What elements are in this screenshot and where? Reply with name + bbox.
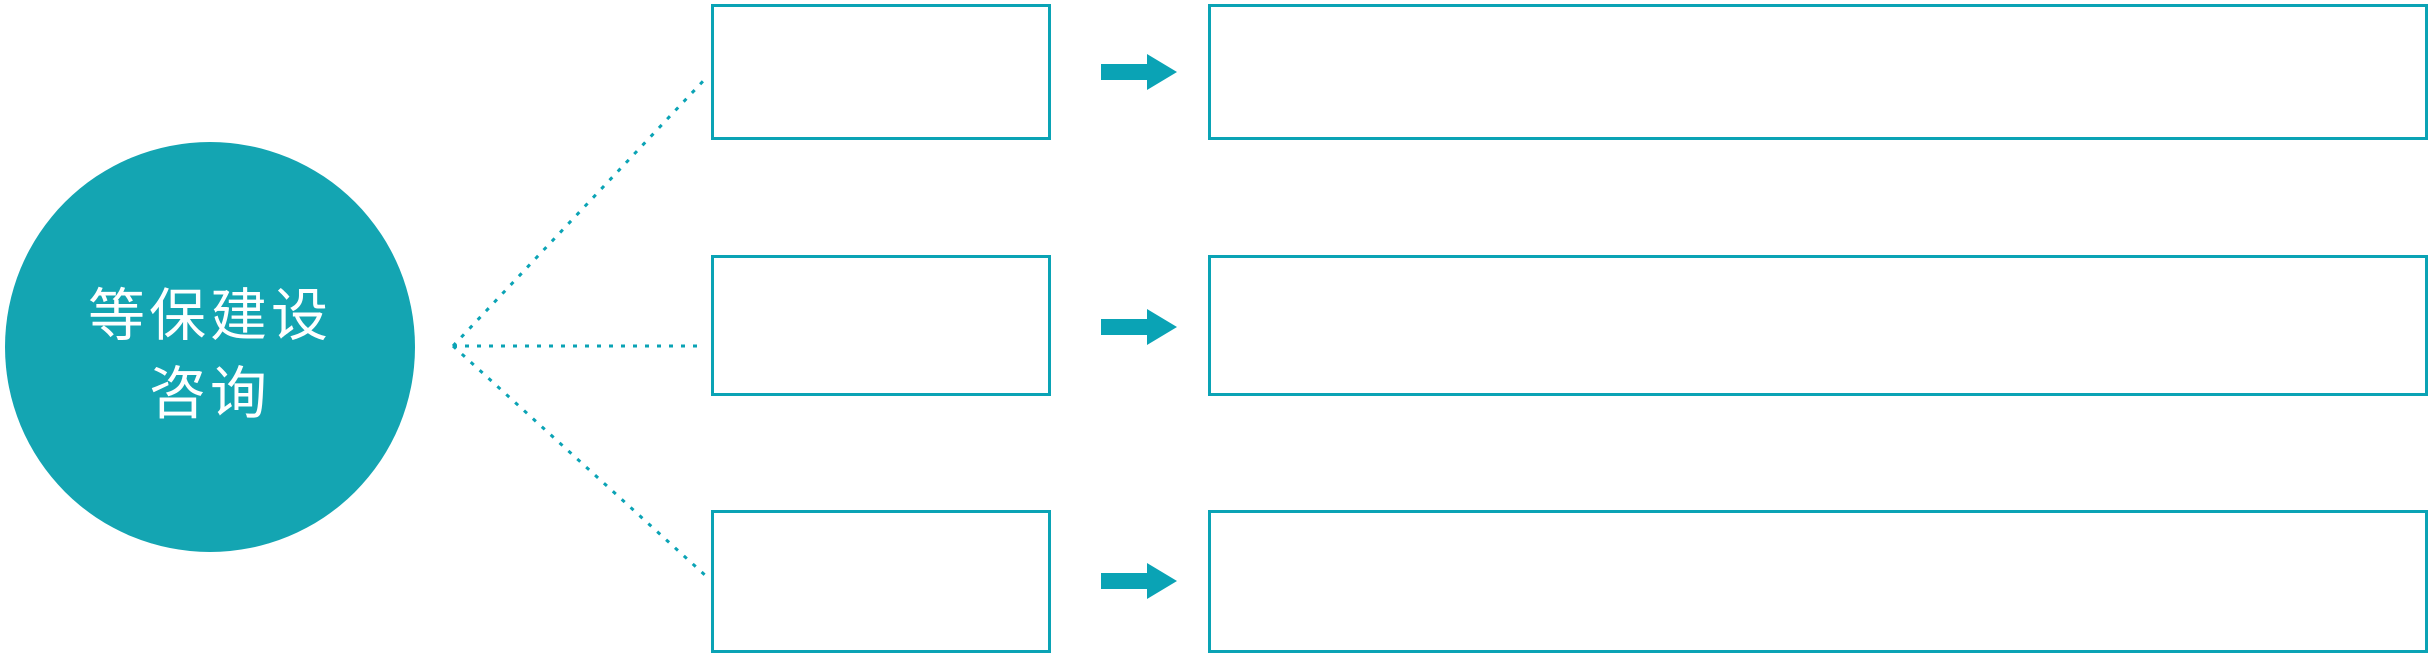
hub-circle: 等保建设 咨询: [5, 142, 415, 552]
large-box-1: [1208, 4, 2428, 140]
right-arrow-icon-3: [1101, 563, 1177, 599]
right-arrow-icon-1: [1101, 54, 1177, 90]
large-box-3: [1208, 510, 2428, 653]
large-box-2: [1208, 255, 2428, 396]
small-box-1: [711, 4, 1051, 140]
dotted-connector-bottom: [451, 344, 708, 578]
hub-label-line1: 等保建设: [88, 283, 332, 350]
dotted-connector-top: [451, 76, 708, 348]
hub-label-line2: 咨询: [149, 361, 271, 427]
small-box-2: [711, 255, 1051, 396]
small-box-3: [711, 510, 1051, 653]
right-arrow-icon-2: [1101, 309, 1177, 345]
